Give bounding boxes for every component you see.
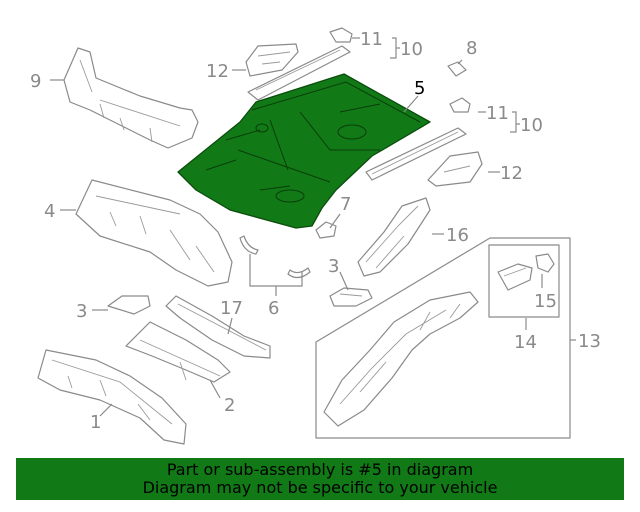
callout-3-right: 3 xyxy=(328,256,339,277)
highlight-banner: Part or sub-assembly is #5 in diagram Di… xyxy=(16,458,624,500)
callout-11-right: 11 xyxy=(486,103,509,124)
callout-10-right: 10 xyxy=(520,115,543,136)
callout-11-top: 11 xyxy=(360,29,383,50)
part-5-rear-floor-pan[interactable] xyxy=(177,73,431,229)
callout-12-top: 12 xyxy=(206,61,229,82)
callout-14: 14 xyxy=(514,332,537,353)
part-3-right-bracket[interactable] xyxy=(329,287,373,307)
leader-lines xyxy=(50,37,576,417)
part-8-pad[interactable] xyxy=(447,61,467,77)
callout-5: 5 xyxy=(414,78,425,99)
callout-16: 16 xyxy=(446,225,469,246)
callout-9: 9 xyxy=(30,71,41,92)
part-14-bracket[interactable] xyxy=(497,263,533,291)
callout-4: 4 xyxy=(44,201,55,222)
callout-1: 1 xyxy=(90,412,101,433)
part-15-small-bracket[interactable] xyxy=(535,253,555,273)
part-13-rear-rail-assembly[interactable] xyxy=(323,291,479,427)
callout-3-left: 3 xyxy=(76,301,87,322)
banner-line-1: Part or sub-assembly is #5 in diagram xyxy=(166,460,474,479)
callout-12-right: 12 xyxy=(500,163,523,184)
part-12-upper-bracket[interactable] xyxy=(245,43,299,77)
part-9-rear-crossmember[interactable] xyxy=(63,47,199,149)
part-12-right-bracket[interactable] xyxy=(427,151,483,187)
banner-line-2: Diagram may not be specific to your vehi… xyxy=(142,478,498,497)
callout-6: 6 xyxy=(268,298,279,319)
part-4-side-member[interactable] xyxy=(75,179,233,287)
callout-7: 7 xyxy=(340,194,351,215)
callout-2: 2 xyxy=(224,395,235,416)
part-2-lower-crossmember[interactable] xyxy=(125,321,231,383)
part-1-side-rail[interactable] xyxy=(37,349,187,445)
part-16-rear-support[interactable] xyxy=(357,197,431,277)
callout-8: 8 xyxy=(466,38,477,59)
callout-10-top: 10 xyxy=(400,39,423,60)
callout-15: 15 xyxy=(534,291,557,312)
callout-17: 17 xyxy=(220,298,243,319)
callout-13: 13 xyxy=(578,331,601,352)
part-10-right-rail[interactable] xyxy=(365,127,467,181)
part-17-cross-brace[interactable] xyxy=(165,295,271,359)
part-6-hooks[interactable] xyxy=(239,235,311,279)
part-11-upper-clip[interactable] xyxy=(329,27,353,43)
part-3-left-plate[interactable] xyxy=(107,295,151,315)
part-10-upper-rail[interactable] xyxy=(247,45,351,101)
part-11-right-clip[interactable] xyxy=(449,97,471,113)
